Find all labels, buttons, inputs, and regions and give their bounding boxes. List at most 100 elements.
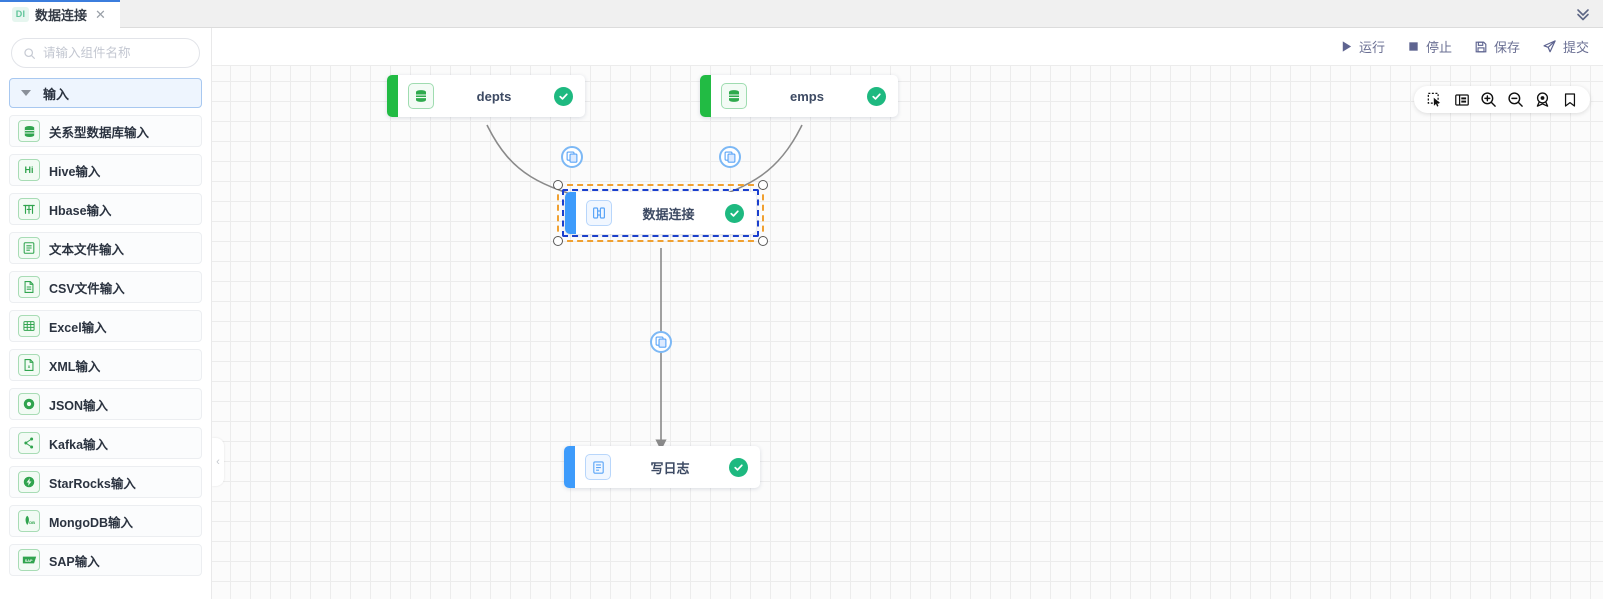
palette-item-hive[interactable]: Hi Hive输入 xyxy=(9,154,202,186)
starrocks-icon xyxy=(18,471,40,493)
node-emps[interactable]: emps xyxy=(700,75,898,117)
play-icon xyxy=(1340,40,1353,53)
save-icon xyxy=(1474,40,1488,54)
submit-button-label: 提交 xyxy=(1562,40,1589,55)
status-badge-success xyxy=(725,203,744,223)
search-container xyxy=(0,28,211,76)
tab-bar: DI 数据连接 ✕ xyxy=(0,0,1603,28)
save-button-label: 保存 xyxy=(1493,40,1520,55)
palette-item-label: JSON输入 xyxy=(49,398,109,413)
save-button[interactable]: 保存 xyxy=(1474,37,1520,56)
node-accent-bar xyxy=(564,446,575,488)
tab-title: 数据连接 xyxy=(35,7,88,23)
edge-badge-join-log[interactable] xyxy=(650,331,672,353)
close-icon[interactable]: ✕ xyxy=(95,6,106,22)
text-file-icon xyxy=(18,237,40,259)
excel-icon xyxy=(18,315,40,337)
node-accent-bar xyxy=(565,192,576,234)
submit-button[interactable]: 提交 xyxy=(1542,37,1589,56)
svg-text:SAP: SAP xyxy=(24,559,32,563)
hbase-icon xyxy=(18,198,40,220)
palette-item-starrocks[interactable]: StarRocks输入 xyxy=(9,466,202,498)
palette-item-mongodb[interactable]: DB MongoDB输入 xyxy=(9,505,202,537)
search-input[interactable] xyxy=(43,46,193,60)
node-join[interactable]: 数据连接 xyxy=(565,192,756,234)
edge-badge-emps-join[interactable] xyxy=(719,146,741,168)
node-body: emps xyxy=(711,75,898,117)
zoom-in-icon[interactable] xyxy=(1475,86,1502,113)
resize-handle-bottom-left[interactable] xyxy=(553,236,563,246)
search-icon xyxy=(24,47,35,59)
resize-handle-bottom-right[interactable] xyxy=(758,236,768,246)
node-depts[interactable]: depts xyxy=(387,75,585,117)
action-toolbar: 运行 停止 保存 提 xyxy=(212,28,1603,66)
submit-icon xyxy=(1542,39,1557,54)
palette-item-label: XML输入 xyxy=(49,359,101,374)
stop-button-label: 停止 xyxy=(1425,40,1452,55)
marquee-select-icon[interactable] xyxy=(1421,86,1448,113)
stop-button[interactable]: 停止 xyxy=(1407,37,1452,56)
palette-item-csv-file[interactable]: CSV文件输入 xyxy=(9,271,202,303)
node-label: depts xyxy=(476,88,512,104)
node-join-selection: 数据连接 xyxy=(553,180,768,246)
fit-view-icon[interactable] xyxy=(1448,86,1475,113)
database-icon xyxy=(721,83,747,109)
edge-badge-depts-join[interactable] xyxy=(561,146,583,168)
palette-item-label: SAP输入 xyxy=(49,554,100,569)
status-badge-success xyxy=(867,86,886,106)
sidebar-collapse-handle[interactable]: ‹ xyxy=(212,438,224,486)
node-body: depts xyxy=(398,75,585,117)
tab-type-badge: DI xyxy=(12,6,29,22)
node-label: 数据连接 xyxy=(642,206,695,222)
resize-handle-top-right[interactable] xyxy=(758,180,768,190)
palette-list: 关系型数据库输入 Hi Hive输入 Hbase输入 xyxy=(0,115,211,576)
stop-icon xyxy=(1407,40,1420,53)
run-button[interactable]: 运行 xyxy=(1340,37,1385,56)
palette-item-label: MongoDB输入 xyxy=(49,515,134,530)
selection-outline-outer xyxy=(557,184,764,242)
selection-outline-inner xyxy=(562,189,759,237)
node-label: 写日志 xyxy=(650,460,690,476)
palette-item-excel[interactable]: Excel输入 xyxy=(9,310,202,342)
palette-item-label: CSV文件输入 xyxy=(49,281,125,296)
node-accent-bar xyxy=(700,75,711,117)
palette-item-json[interactable]: JSON输入 xyxy=(9,388,202,420)
tab-data-connection[interactable]: DI 数据连接 ✕ xyxy=(0,0,120,28)
database-icon xyxy=(408,83,434,109)
locate-icon[interactable] xyxy=(1529,86,1556,113)
palette-item-relational-db[interactable]: 关系型数据库输入 xyxy=(9,115,202,147)
zoom-out-icon[interactable] xyxy=(1502,86,1529,113)
component-sidebar: 输入 关系型数据库输入 Hi Hive输入 xyxy=(0,28,212,599)
resize-handle-top-left[interactable] xyxy=(553,180,563,190)
palette-item-kafka[interactable]: Kafka输入 xyxy=(9,427,202,459)
edge-layer xyxy=(486,124,803,451)
chevron-double-down-icon[interactable] xyxy=(1563,0,1603,27)
palette-item-label: Hbase输入 xyxy=(49,203,112,218)
palette-item-label: Hive输入 xyxy=(49,164,101,179)
palette-item-hbase[interactable]: Hbase输入 xyxy=(9,193,202,225)
node-label: emps xyxy=(790,88,824,104)
bookmark-icon[interactable] xyxy=(1556,86,1583,113)
log-icon xyxy=(585,454,611,480)
palette-item-sap[interactable]: SAP SAP输入 xyxy=(9,544,202,576)
tab-bar-spacer xyxy=(120,0,1563,27)
palette-item-label: StarRocks输入 xyxy=(49,476,136,491)
palette-item-xml[interactable]: x XML输入 xyxy=(9,349,202,381)
status-badge-success xyxy=(554,86,573,106)
svg-text:DB: DB xyxy=(29,520,35,525)
palette-item-text-file[interactable]: 文本文件输入 xyxy=(9,232,202,264)
flow-canvas[interactable]: ‹ xyxy=(212,66,1603,599)
sidebar-group-input[interactable]: 输入 xyxy=(9,78,202,108)
database-icon xyxy=(18,120,40,142)
palette-item-label: 文本文件输入 xyxy=(49,242,125,257)
caret-down-icon xyxy=(21,90,31,96)
search-box[interactable] xyxy=(11,38,200,68)
node-body: 写日志 xyxy=(575,446,760,488)
csv-file-icon xyxy=(18,276,40,298)
xml-file-icon: x xyxy=(18,354,40,376)
mongodb-icon: DB xyxy=(18,510,40,532)
node-write-log[interactable]: 写日志 xyxy=(564,446,760,488)
sap-icon: SAP xyxy=(18,549,40,571)
run-button-label: 运行 xyxy=(1358,40,1385,55)
